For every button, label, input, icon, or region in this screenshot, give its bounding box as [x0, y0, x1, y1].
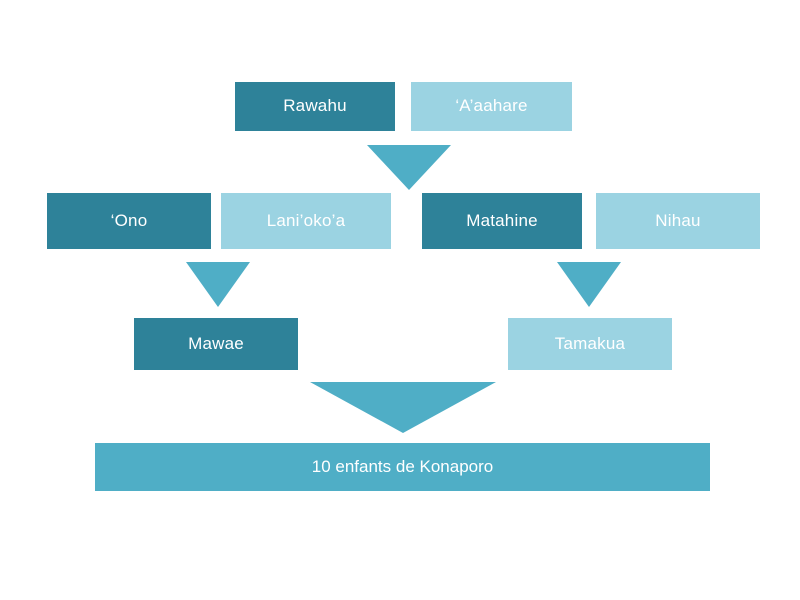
node-label: ‘A’aahare: [455, 96, 528, 116]
node-aaahare[interactable]: ‘A’aahare: [411, 82, 572, 131]
node-tamakua[interactable]: Tamakua: [508, 318, 672, 370]
node-lanioko-a[interactable]: Lani’oko’a: [221, 193, 391, 249]
node-label: Mawae: [188, 333, 244, 353]
banner-label: 10 enfants de Konaporo: [311, 457, 494, 476]
node-label: Lani’oko’a: [266, 210, 346, 230]
node-label: Rawahu: [283, 96, 347, 116]
node-rawahu[interactable]: Rawahu: [235, 82, 395, 131]
arrow-gen3-to-banner-icon: [310, 382, 496, 436]
banner-children-count[interactable]: 10 enfants de Konaporo: [95, 443, 710, 491]
arrow-gen1-to-gen2-icon: [367, 145, 451, 193]
node-label: Matahine: [466, 210, 538, 230]
node-label: ‘Ono: [110, 210, 148, 230]
node-nihau[interactable]: Nihau: [596, 193, 760, 249]
arrow-gen2-to-tamakua-icon: [557, 262, 621, 310]
node-label: Tamakua: [554, 333, 626, 353]
node-label: Nihau: [655, 210, 701, 230]
node-ono[interactable]: ‘Ono: [47, 193, 211, 249]
node-mawae[interactable]: Mawae: [134, 318, 298, 370]
arrow-gen2-to-mawae-icon: [186, 262, 250, 310]
node-matahine[interactable]: Matahine: [422, 193, 582, 249]
